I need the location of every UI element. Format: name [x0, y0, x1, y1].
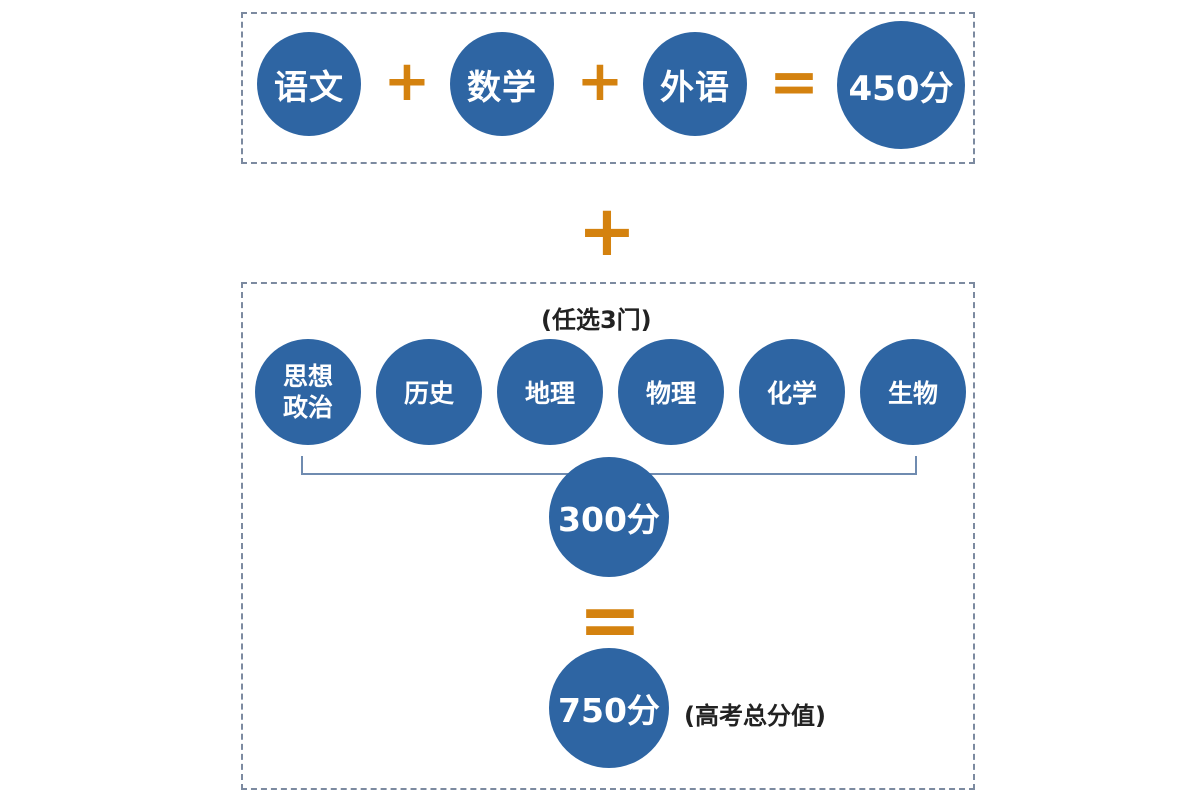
- subject-geography-label: 地理: [524, 379, 575, 408]
- elective-score-label: 300分: [558, 500, 660, 539]
- subject-history-circle: 历史: [376, 339, 482, 445]
- subject-math-label: 数学: [467, 67, 537, 108]
- subject-chemistry-circle: 化学: [739, 339, 845, 445]
- subject-math-circle: 数学: [450, 32, 554, 136]
- subject-physics-circle: 物理: [618, 339, 724, 445]
- core-total-circle: 450分: [837, 21, 965, 149]
- subject-chinese-circle: 语文: [257, 32, 361, 136]
- subject-geography-circle: 地理: [497, 339, 603, 445]
- subject-history-label: 历史: [403, 379, 454, 408]
- subject-biology-label: 生物: [887, 379, 938, 408]
- grand-total-note: (高考总分值): [684, 702, 826, 730]
- subject-politics-label-line2: 政治: [282, 393, 333, 422]
- subject-chemistry-label: 化学: [766, 379, 817, 408]
- subject-chinese-label: 语文: [274, 67, 344, 108]
- subject-foreign-language-label: 外语: [660, 67, 730, 108]
- elective-subjects-box: [241, 282, 975, 790]
- elective-score-circle: 300分: [549, 457, 669, 577]
- plus-sign-1: +: [383, 49, 431, 114]
- subject-physics-label: 物理: [645, 379, 696, 408]
- equals-sign-top: =: [768, 47, 820, 117]
- grand-total-circle: 750分: [549, 648, 669, 768]
- grand-total-label: 750分: [558, 691, 660, 730]
- plus-sign-middle: +: [577, 190, 637, 272]
- subject-politics-circle: 思想 政治: [255, 339, 361, 445]
- core-subjects-box: [241, 12, 975, 164]
- equals-sign-bottom: =: [578, 575, 642, 664]
- core-total-label: 450分: [848, 68, 954, 109]
- plus-sign-2: +: [576, 49, 624, 114]
- subject-foreign-language-circle: 外语: [643, 32, 747, 136]
- subject-biology-circle: 生物: [860, 339, 966, 445]
- subject-politics-label-line1: 思想: [282, 362, 333, 391]
- choose-three-label: (任选3门): [541, 306, 652, 334]
